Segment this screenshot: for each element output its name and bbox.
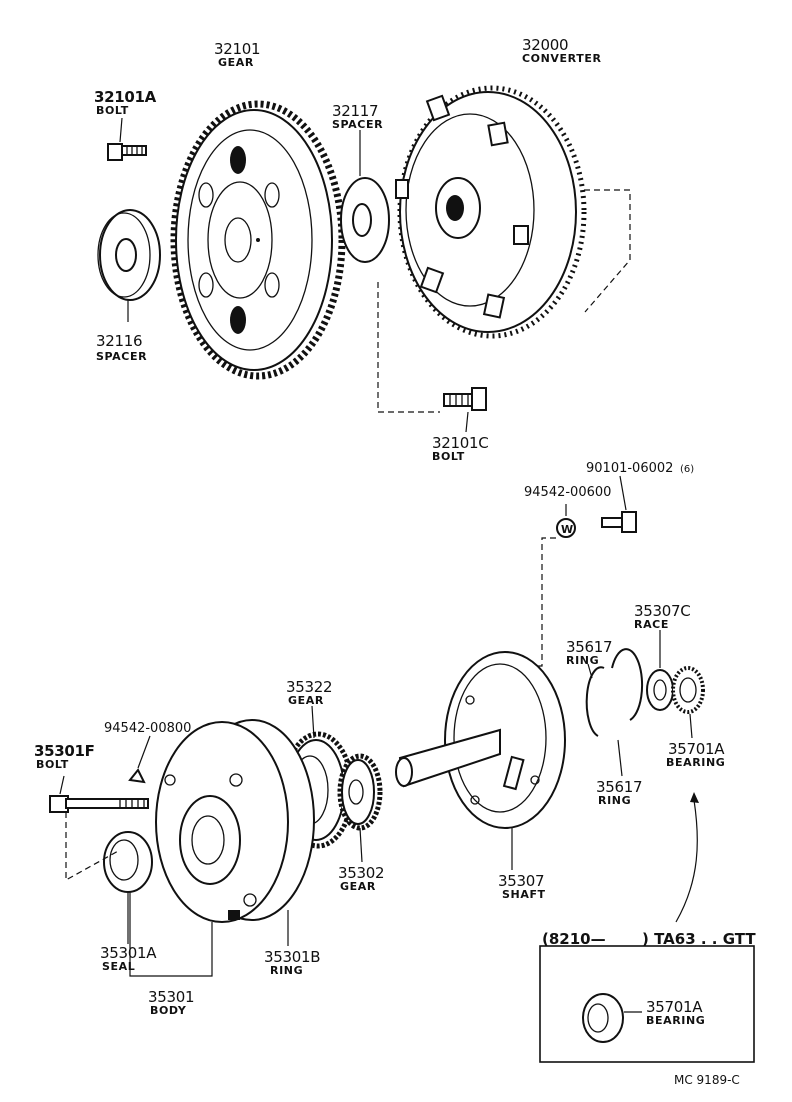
label-35701a-number: 35701A xyxy=(668,740,725,758)
pump-body-35301 xyxy=(155,719,315,923)
label-35301b-name: RING xyxy=(270,964,303,977)
leader-32101c xyxy=(465,411,469,433)
spacer-32117 xyxy=(340,177,390,263)
label-32116-number: 32116 xyxy=(96,332,142,350)
oil-seal-35301a xyxy=(103,831,153,893)
label-35322-name: GEAR xyxy=(288,694,324,707)
label-32000-number: 32000 xyxy=(522,36,568,54)
bolt-32101c xyxy=(443,387,487,411)
race-35307c xyxy=(646,669,674,711)
leader-32101a xyxy=(119,117,123,143)
label-32116-name: SPACER xyxy=(96,350,147,363)
inset-bearing-35701a xyxy=(582,993,624,1043)
washer-94542-00800 xyxy=(128,768,146,784)
inset-frame xyxy=(539,945,755,1063)
bracket-35301 xyxy=(129,892,213,977)
label-32101c-number: 32101C xyxy=(432,434,488,452)
label-35302-name: GEAR xyxy=(340,880,376,893)
label-90101-06002-number: 90101-06002 xyxy=(586,461,673,476)
label-32101c-name: BOLT xyxy=(432,450,465,463)
label-94542-00600-number: 94542-00600 xyxy=(524,485,611,500)
flywheel-gear-32101 xyxy=(170,100,346,380)
washer-symbol: W xyxy=(561,523,573,536)
label-35617-upper-name: RING xyxy=(566,654,599,667)
label-35617-lower-name: RING xyxy=(598,794,631,807)
inset-part-number: 35701A xyxy=(646,998,703,1016)
label-32101a-name: BOLT xyxy=(96,104,129,117)
label-35301f-number: 35301F xyxy=(34,742,95,760)
inset-header-right: ) TA63 . . GTT xyxy=(642,930,756,948)
label-32117-name: SPACER xyxy=(332,118,383,131)
stator-shaft-35307 xyxy=(395,651,566,829)
label-35301a-name: SEAL xyxy=(102,960,135,973)
ring-35617-left xyxy=(585,666,605,737)
bolt-35301f xyxy=(49,795,149,813)
label-35307c-number: 35307C xyxy=(634,602,690,620)
bolt-90101-06002 xyxy=(601,511,637,533)
label-35307-number: 35307 xyxy=(498,872,544,890)
label-35701a-name: BEARING xyxy=(666,756,725,769)
label-32101a-number: 32101A xyxy=(94,88,157,106)
ring-35617-right xyxy=(611,648,644,721)
label-35301-name: BODY xyxy=(150,1004,187,1017)
label-35617-lower-number: 35617 xyxy=(596,778,642,796)
washer-94542-00600: W xyxy=(556,518,576,538)
label-35307c-name: RACE xyxy=(634,618,669,631)
label-35301b-number: 35301B xyxy=(264,948,320,966)
label-32101-number: 32101 xyxy=(214,40,260,58)
bolt-32101a xyxy=(107,143,147,161)
inset-part-name: BEARING xyxy=(646,1014,705,1027)
label-35322-number: 35322 xyxy=(286,678,332,696)
label-32000-name: CONVERTER xyxy=(522,52,602,65)
label-32101-name: GEAR xyxy=(218,56,254,69)
label-32117-number: 32117 xyxy=(332,102,378,120)
label-35301f-name: BOLT xyxy=(36,758,69,771)
label-35301-number: 35301 xyxy=(148,988,194,1006)
spacer-32116 xyxy=(97,209,161,301)
label-35307-name: SHAFT xyxy=(502,888,546,901)
drive-gear-35302 xyxy=(337,753,383,831)
torque-converter-32000 xyxy=(395,85,631,339)
label-35301a-number: 35301A xyxy=(100,944,157,962)
label-94542-00800-number: 94542-00800 xyxy=(104,721,191,736)
bearing-35701a xyxy=(671,666,705,714)
figure-code: MC 9189-C xyxy=(674,1073,740,1087)
inset-header-left: (8210— xyxy=(542,930,606,948)
label-35302-number: 35302 xyxy=(338,864,384,882)
label-90101-06002-qty: (6) xyxy=(680,464,694,475)
label-35617-upper-number: 35617 xyxy=(566,638,612,656)
dash-32117-to-bolt xyxy=(377,282,440,413)
